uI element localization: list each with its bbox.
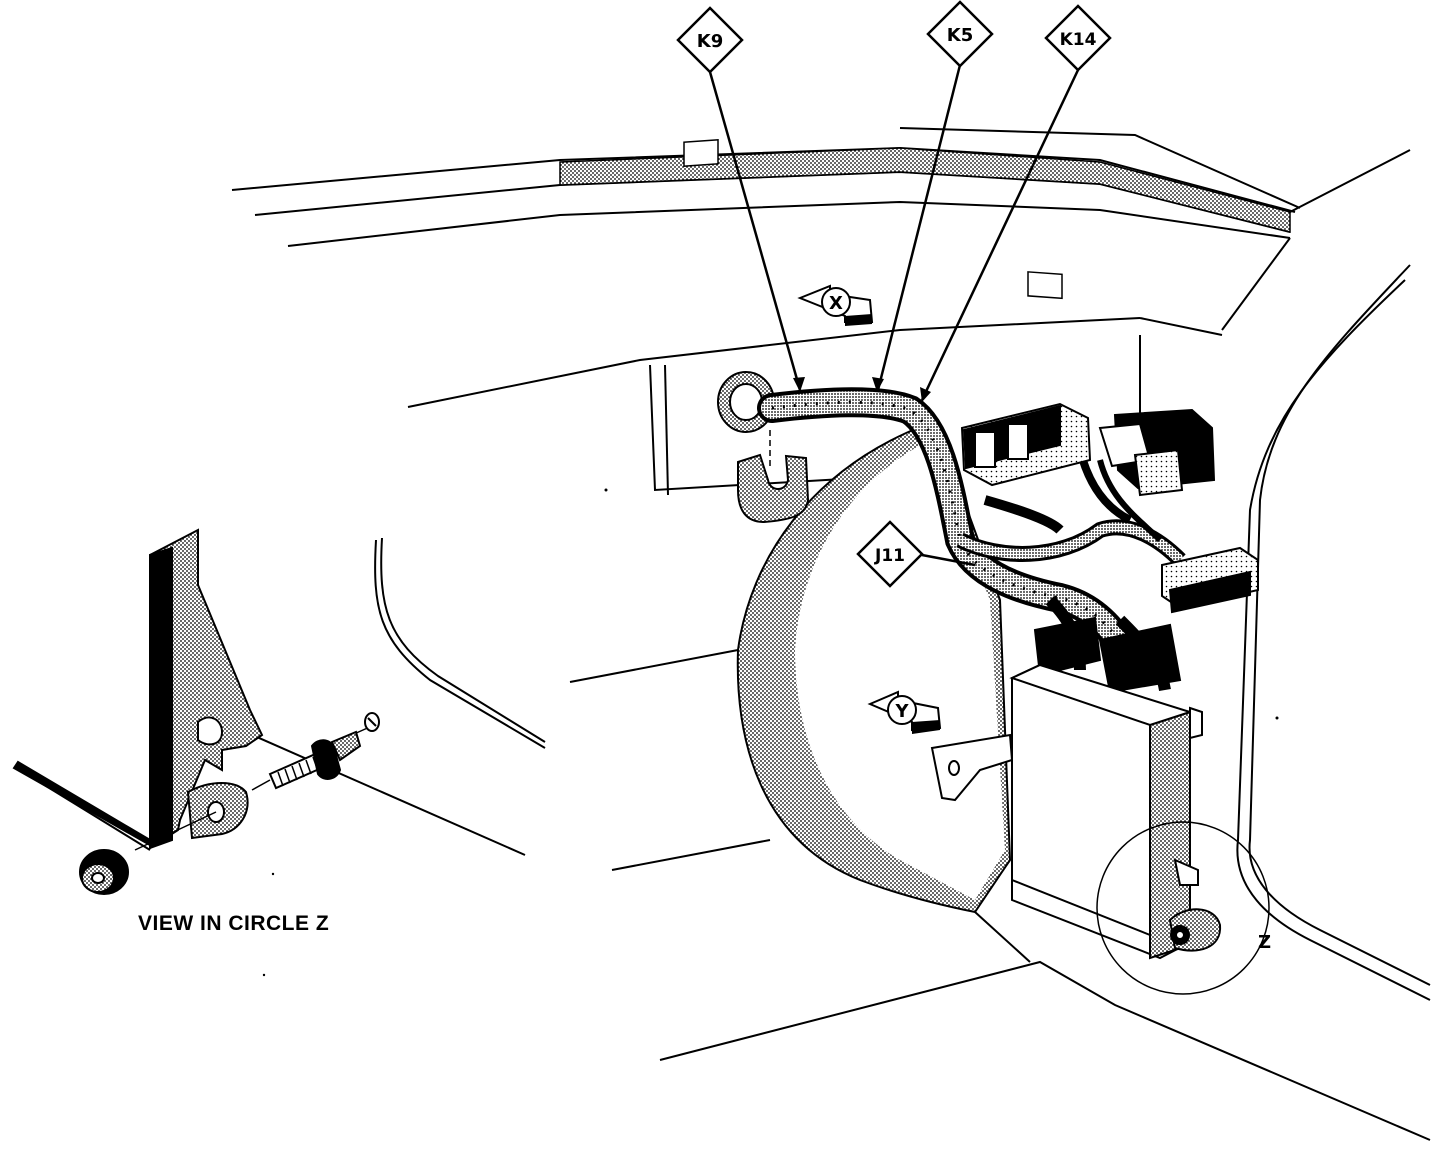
inset-view-z: [12, 528, 373, 851]
retaining-clip: [737, 453, 810, 524]
inset-caption: VIEW IN CIRCLE Z: [138, 912, 329, 935]
detail-circle-z: [1096, 821, 1270, 995]
print-specks: [262, 488, 1279, 977]
connector-group-upper: [960, 402, 1259, 694]
view-marker-y: Y: [867, 690, 942, 734]
view-marker-y-label: Y: [894, 701, 909, 722]
bracket-hole: [948, 760, 960, 776]
leader-arrows: [793, 377, 931, 402]
callout-k9: K9: [676, 6, 744, 74]
control-module: [1009, 663, 1222, 960]
inset-screw: [268, 712, 380, 790]
callout-k14-label: K14: [1060, 30, 1097, 50]
molding-clips: [683, 138, 1063, 300]
callout-j11: J11: [856, 520, 924, 588]
callout-k5: K5: [926, 0, 994, 68]
view-marker-x: X: [797, 284, 874, 326]
mounting-bracket: [930, 733, 1014, 802]
view-marker-x-label: X: [829, 293, 843, 314]
callout-leaders: [708, 64, 1080, 567]
body-outline: [231, 127, 1431, 1141]
circle-label-z: Z: [1258, 932, 1271, 953]
callout-k14: K14: [1044, 4, 1112, 72]
callout-k5-label: K5: [947, 25, 973, 46]
callout-j11-label: J11: [874, 546, 905, 566]
callout-k9-label: K9: [697, 31, 723, 52]
inset-nut: [79, 849, 129, 895]
trim-molding: [559, 147, 1291, 233]
